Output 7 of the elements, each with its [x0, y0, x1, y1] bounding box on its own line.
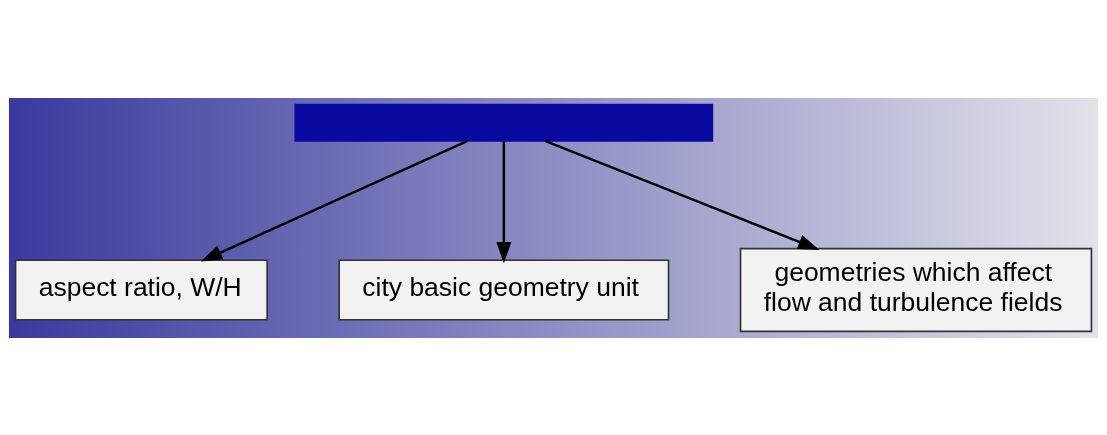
node-box: geometries which affect flow and turbulence fields	[739, 247, 1093, 332]
node-box: aspect ratio, W/H	[14, 258, 268, 321]
arrow	[545, 139, 820, 250]
node-box: city basic geometry unit	[338, 258, 670, 321]
arrow	[200, 139, 468, 261]
arrow	[496, 140, 512, 263]
node-box	[294, 103, 714, 142]
